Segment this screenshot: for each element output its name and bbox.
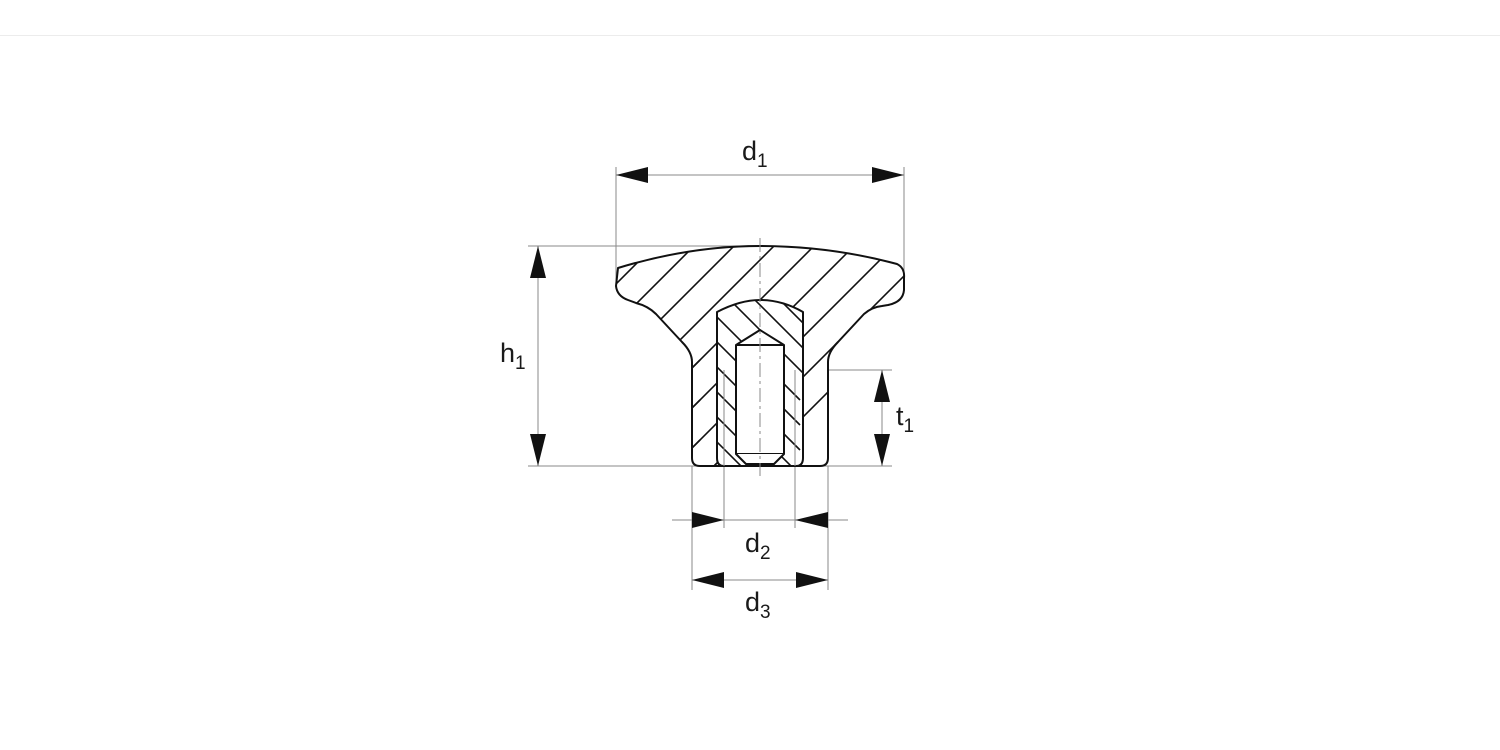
label-d3: d3 bbox=[745, 587, 771, 623]
label-d2: d2 bbox=[745, 528, 771, 564]
dimension-t1: t1 bbox=[874, 370, 914, 466]
dimension-d3: d3 bbox=[692, 572, 828, 623]
label-t1: t1 bbox=[896, 401, 914, 437]
label-h1: h1 bbox=[500, 338, 526, 374]
dimension-d2: d2 bbox=[672, 512, 848, 564]
dimension-h1: h1 bbox=[500, 246, 546, 466]
top-bar bbox=[0, 0, 1500, 36]
label-d1: d1 bbox=[742, 136, 768, 172]
threaded-insert bbox=[716, 299, 804, 467]
dimension-d1: d1 bbox=[616, 136, 904, 183]
